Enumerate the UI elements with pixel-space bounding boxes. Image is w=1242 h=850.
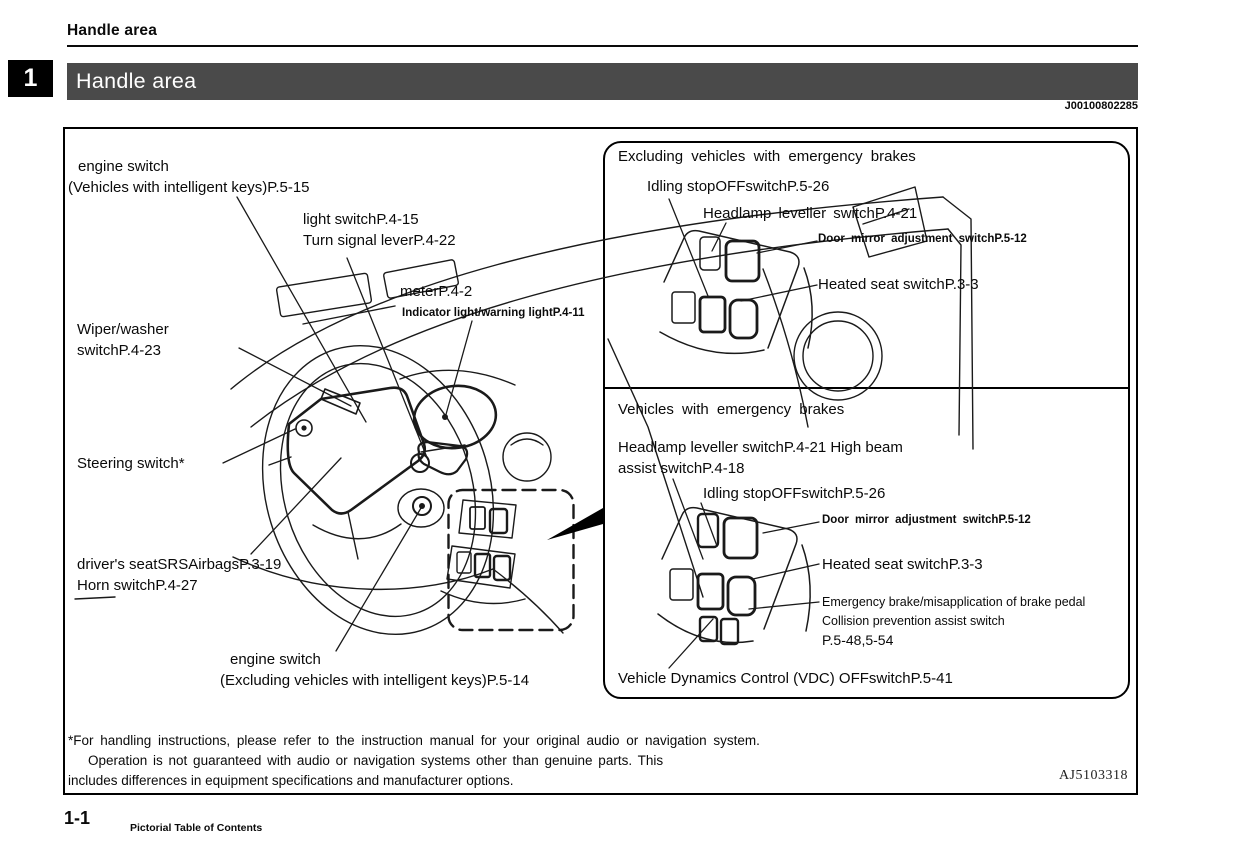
figure-code: AJ5103318 <box>1058 768 1128 783</box>
running-head: Handle area <box>67 22 158 39</box>
label-wiper-washer: Wiper/washer switchP.4-23 <box>77 321 169 359</box>
label-emergency-page: P.5-48,5-54 <box>822 632 894 648</box>
callout-box-divider <box>603 387 1130 389</box>
label-heated-seat-bottom: Heated seat switchP.3-3 <box>822 556 983 573</box>
footnote: *For handling instructions, please refer… <box>68 733 760 788</box>
label-headlamp-bottom: Headlamp leveller switchP.4-21 High beam… <box>618 439 903 477</box>
label-heated-seat-top: Heated seat switchP.3-3 <box>818 276 979 293</box>
label-meter: meterP.4-2 <box>400 283 473 300</box>
label-headlamp-top: Headlamp leveller switchP.4-21 <box>703 205 918 222</box>
label-steering-switch: Steering switch* <box>77 455 185 472</box>
label-seat-horn: driver's seatSRSAirbagsP.3-19 Horn switc… <box>77 556 282 594</box>
footer-section-title: Pictorial Table of Contents <box>130 822 263 834</box>
chapter-number-tab: 1 <box>8 60 53 97</box>
label-engine-switch-excluding: engine switch (Excluding vehicles with i… <box>220 651 530 689</box>
label-idling-top: Idling stopOFFswitchP.5-26 <box>647 178 830 195</box>
label-engine-switch-intelligent: engine switch (Vehicles with intelligent… <box>68 158 310 196</box>
section-banner: Handle area <box>67 63 1138 100</box>
label-door-mirror-bottom: Door mirror adjustment switchP.5-12 <box>822 514 1031 526</box>
label-idling-bottom: Idling stopOFFswitchP.5-26 <box>703 485 886 502</box>
label-indicator-light: Indicator light/warning lightP.4-11 <box>402 307 585 319</box>
label-excluding-title: Excluding vehicles with emergency brakes <box>618 148 916 165</box>
header-rule <box>67 45 1138 47</box>
page-number: 1-1 <box>64 808 91 828</box>
label-vdc: Vehicle Dynamics Control (VDC) OFFswitch… <box>618 670 953 687</box>
doc-code: J00100802285 <box>1064 100 1138 112</box>
label-vehicles-title: Vehicles with emergency brakes <box>618 401 845 418</box>
label-light-turn: light switchP.4-15 Turn signal leverP.4-… <box>303 211 456 249</box>
label-door-mirror-top: Door mirror adjustment switchP.5-12 <box>818 233 1027 245</box>
figure-border <box>63 127 1138 795</box>
label-emergency-brake: Emergency brake/misapplication of brake … <box>822 595 1086 628</box>
